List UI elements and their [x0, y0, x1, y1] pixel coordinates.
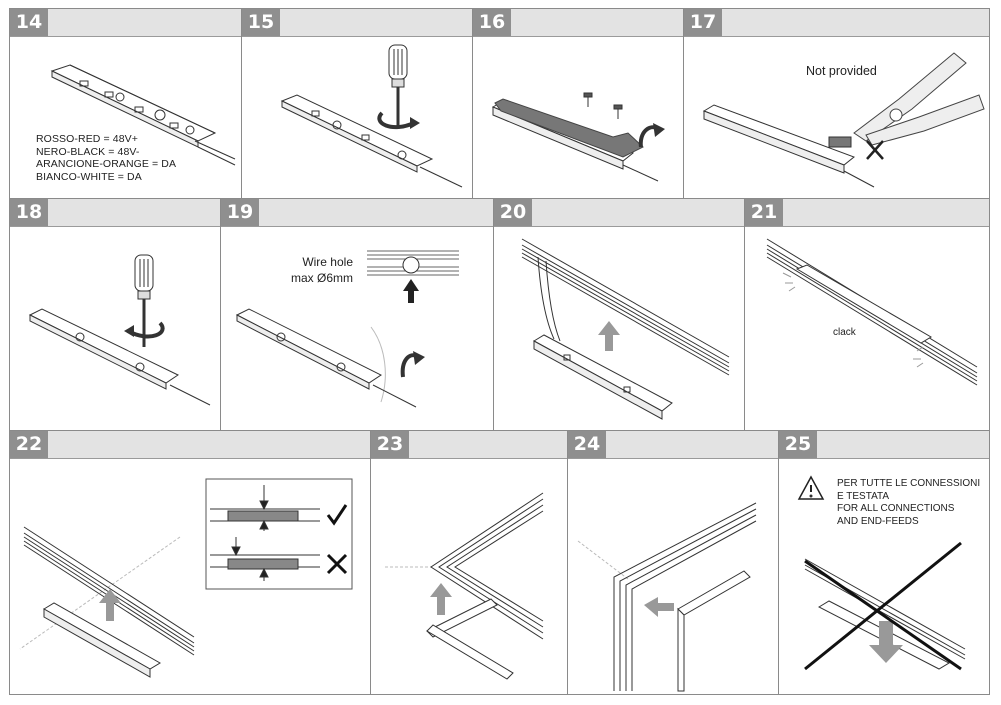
step-14-panel: 14 ROSSO-RED = 48V+ NERO-BLACK = 48V- AR… — [9, 8, 242, 199]
legend-red: ROSSO-RED = 48V+ — [36, 133, 138, 145]
step-number: 16 — [473, 9, 511, 36]
step-19-panel: 19 Wire hole max Ø6mm — [220, 198, 494, 431]
remove-cover-illustration — [491, 92, 665, 182]
click-sparkle-icon — [913, 346, 924, 368]
corner-joint-illustration — [385, 492, 544, 680]
step-header: 19 — [221, 199, 493, 227]
step-header: 20 — [494, 199, 744, 227]
step-number: 18 — [10, 199, 48, 226]
step-25-panel: 25 PER TUTTE LE CONNESSIONI E TESTATA FO… — [778, 430, 990, 695]
warning-line-4: AND END-FEEDS — [837, 515, 919, 527]
step-header: 23 — [371, 431, 567, 459]
step-header: 25 — [779, 431, 989, 459]
rotate-arrow-icon — [377, 111, 415, 130]
clack-sound-label: clack — [833, 327, 856, 338]
step-23-panel: 23 — [370, 430, 568, 695]
screwdriver-tighten-illustration — [280, 44, 463, 188]
step-15-panel: 15 — [241, 8, 473, 199]
step-16-panel: 16 — [472, 8, 684, 199]
step-header: 15 — [242, 9, 472, 37]
wire-hole-line-1: Wire hole — [302, 255, 353, 269]
step-header: 16 — [473, 9, 683, 37]
screwdriver-icon — [388, 44, 408, 129]
step-header: 22 — [10, 431, 370, 459]
up-arrow-icon — [403, 279, 419, 303]
step-17-panel: 17 Not provided — [683, 8, 990, 199]
step-header: 14 — [10, 9, 241, 37]
corner-track-icon — [613, 502, 757, 691]
step-number: 15 — [242, 9, 280, 36]
step-number: 25 — [779, 431, 817, 458]
up-arrow-icon — [99, 589, 121, 621]
cut-tab-illustration — [702, 52, 985, 188]
legend-orange: ARANCIONE-ORANGE = DA — [36, 158, 177, 170]
warning-line-2: E TESTATA — [837, 490, 890, 502]
track-adapter-illustration — [50, 64, 236, 166]
step-number: 19 — [221, 199, 259, 226]
step-22-panel: 22 — [9, 430, 371, 695]
insert-module-illustration — [521, 238, 730, 420]
corner-vertical-illustration — [577, 502, 757, 692]
step-20-panel: 20 — [493, 198, 745, 431]
cross-icon — [866, 140, 884, 160]
step-header: 17 — [684, 9, 989, 37]
step-header: 24 — [568, 431, 778, 459]
wire-hole-line-2: max Ø6mm — [290, 271, 353, 285]
not-provided-label: Not provided — [806, 64, 877, 78]
screw-icon — [583, 92, 593, 107]
connections-warning-text: PER TUTTE LE CONNESSIONI E TESTATA FOR A… — [837, 478, 980, 528]
track-profile-icon — [521, 238, 730, 376]
wire-color-legend: ROSSO-RED = 48V+ NERO-BLACK = 48V- ARANC… — [36, 133, 176, 183]
step-24-panel: 24 — [567, 430, 779, 695]
step-number: 17 — [684, 9, 722, 36]
check-flush-illustration — [19, 478, 353, 678]
screw-icon — [613, 104, 623, 119]
step-header: 18 — [10, 199, 220, 227]
up-arrow-icon — [430, 583, 452, 615]
warning-line-1: PER TUTTE LE CONNESSIONI — [837, 478, 981, 489]
warning-triangle-icon — [797, 475, 825, 500]
step-number: 24 — [568, 431, 606, 458]
flush-detail-box — [205, 478, 353, 590]
end-feed-prohibited-illustration — [797, 475, 966, 671]
legend-white: BIANCO-WHITE = DA — [36, 170, 142, 183]
step-18-panel: 18 — [9, 198, 221, 431]
up-arrow-icon — [598, 321, 620, 351]
prohibited-cross-icon — [804, 541, 962, 671]
module-clicked-illustration — [766, 238, 978, 386]
step-number: 14 — [10, 9, 48, 36]
warning-line-3: FOR ALL CONNECTIONS — [837, 503, 955, 514]
down-arrow-icon — [869, 621, 903, 663]
wire-hole-detail-icon — [367, 250, 459, 276]
step-number: 22 — [10, 431, 48, 458]
step-number: 23 — [371, 431, 409, 458]
screwdriver-tighten-illustration — [28, 254, 211, 406]
screwdriver-icon — [134, 254, 154, 347]
left-arrow-icon — [644, 597, 674, 617]
cross-icon — [326, 553, 348, 575]
step-header: 21 — [745, 199, 989, 227]
checkmark-icon — [326, 504, 348, 526]
click-sparkle-icon — [782, 272, 796, 292]
step-number: 20 — [494, 199, 532, 226]
legend-black: NERO-BLACK = 48V- — [36, 145, 140, 158]
corner-track-icon — [430, 492, 544, 640]
step-number: 21 — [745, 199, 783, 226]
wire-hole-illustration — [235, 250, 459, 408]
wire-hole-label: Wire hole max Ø6mm — [283, 254, 353, 286]
step-21-panel: 21 clack — [744, 198, 990, 431]
